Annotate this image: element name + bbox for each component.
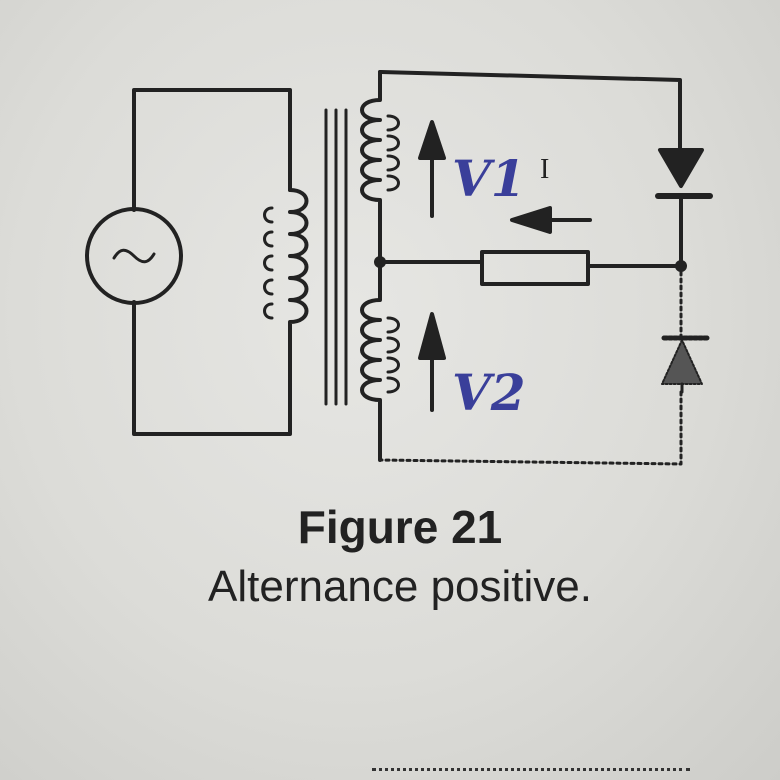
- arrow-v1-icon: [418, 120, 446, 218]
- top-wire: [378, 70, 682, 150]
- label-v1: V1: [452, 149, 526, 208]
- bottom-dotted-line: [372, 768, 690, 771]
- secondary-coil-upper-icon: [360, 70, 400, 264]
- blocked-branch: [378, 270, 683, 466]
- label-v2: V2: [452, 363, 526, 422]
- transformer-core-icon: [324, 108, 348, 406]
- primary-wire: [132, 88, 292, 436]
- current-arrow-icon: [510, 206, 592, 234]
- arrow-v2-icon: [418, 312, 446, 412]
- label-current: I: [540, 154, 549, 185]
- junction-right: [675, 260, 687, 272]
- diode-d2-icon: [661, 335, 711, 394]
- primary-coil-icon: [263, 188, 309, 332]
- ac-source-symbol: [112, 248, 156, 264]
- center-tap-wire: [378, 260, 683, 268]
- figure-title: Figure 21: [297, 501, 503, 553]
- secondary-coil-lower-icon: [360, 260, 400, 462]
- figure-subtitle: Alternance positive.: [208, 562, 592, 611]
- resistor-icon: [480, 250, 590, 286]
- junction-left: [374, 256, 386, 268]
- diode-d1-icon: [655, 148, 713, 268]
- ac-source-icon: [85, 207, 183, 305]
